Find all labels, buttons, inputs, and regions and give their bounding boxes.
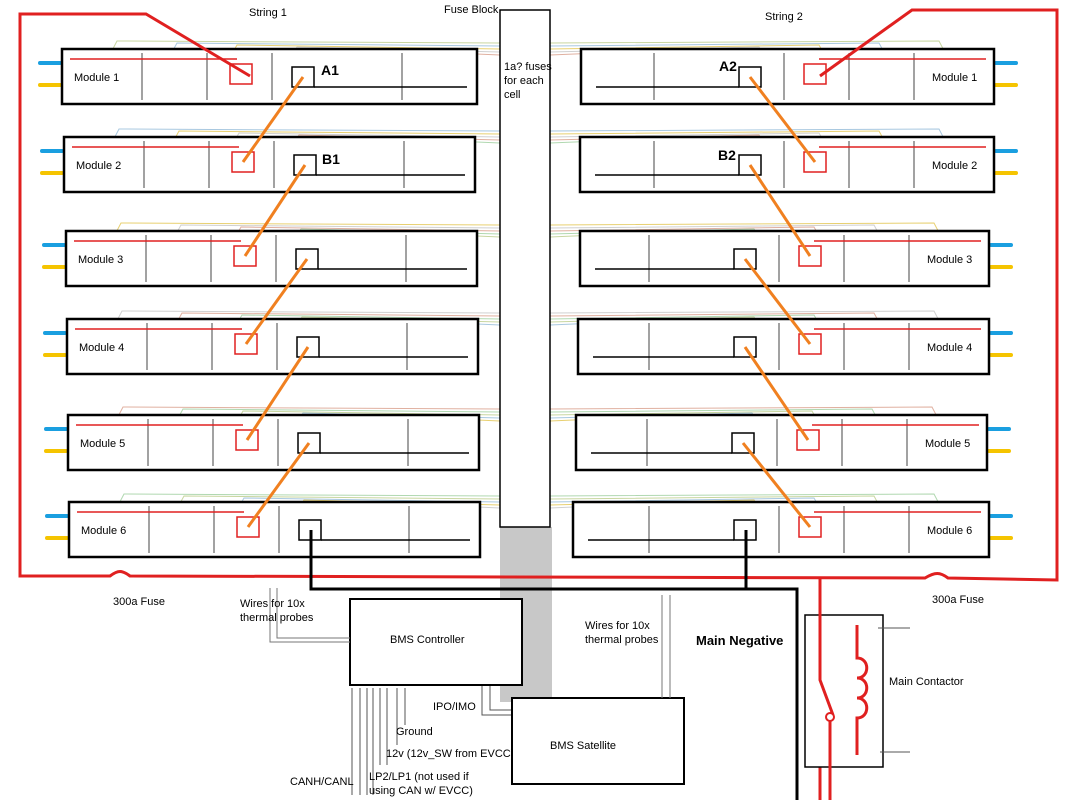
module-label-left-2: Module 2 bbox=[76, 160, 121, 172]
main-negative-label: Main Negative bbox=[696, 633, 783, 648]
module-box-right-2 bbox=[578, 135, 996, 194]
controller-signal-wires bbox=[351, 686, 512, 795]
module-box-left-2 bbox=[62, 135, 477, 194]
main-negative-wire bbox=[309, 530, 799, 800]
main-contactor-box bbox=[804, 614, 884, 768]
series-link-left-1 bbox=[241, 76, 305, 163]
bms-satellite bbox=[511, 697, 685, 785]
fuse-right-label: 300a Fuse bbox=[932, 594, 984, 606]
series-link-left-3 bbox=[244, 258, 309, 345]
fuse-block-line2: for each bbox=[504, 75, 544, 87]
module-label-left-6: Module 6 bbox=[81, 525, 126, 537]
module-box-right-6 bbox=[571, 500, 991, 559]
string-1-modules: Module 1 Module 2 Module 3 Module 4 Module 5… bbox=[38, 47, 482, 559]
main-contactor-label: Main Contactor bbox=[889, 676, 964, 688]
signal-ipo: IPO/IMO bbox=[433, 701, 476, 713]
module-box-left-1 bbox=[60, 47, 479, 106]
module-label-left-3: Module 3 bbox=[78, 254, 123, 266]
module-label-left-1: Module 1 bbox=[74, 72, 119, 84]
fuse-block bbox=[499, 9, 551, 528]
signal-ground: Ground bbox=[396, 726, 433, 738]
series-link-right-5 bbox=[741, 442, 812, 528]
module-box-left-5 bbox=[66, 413, 481, 472]
module-label-right-5: Module 5 bbox=[925, 438, 970, 450]
bms-controller-label: BMS Controller bbox=[390, 634, 465, 646]
tap-label-a1: A1 bbox=[321, 62, 339, 78]
controller-probes-line2: thermal probes bbox=[240, 612, 314, 624]
contactor-switch bbox=[818, 605, 835, 800]
contactor-coil-icon bbox=[855, 625, 869, 755]
module-box-left-6 bbox=[67, 500, 482, 559]
string-2-modules: Module 1 Module 2 Module 3 Module 4 Module 5… bbox=[571, 47, 1018, 559]
series-link-right-3 bbox=[743, 258, 812, 345]
module-box-left-4 bbox=[65, 317, 480, 376]
series-link-left-2 bbox=[243, 164, 307, 257]
tap-label-b1: B1 bbox=[322, 151, 340, 167]
fuse-block-line3: cell bbox=[504, 89, 521, 101]
series-link-right-4 bbox=[743, 346, 810, 441]
module-box-right-4 bbox=[576, 317, 991, 376]
string-1-title: String 1 bbox=[249, 7, 287, 19]
fuse-block-title: Fuse Block bbox=[444, 4, 499, 16]
satellite-probes-line2: thermal probes bbox=[585, 634, 659, 646]
tap-label-b2: B2 bbox=[718, 147, 736, 163]
bms-controller bbox=[349, 598, 523, 686]
module-box-right-3 bbox=[578, 229, 991, 288]
fuse-left-label: 300a Fuse bbox=[113, 596, 165, 608]
series-link-right-1 bbox=[748, 76, 817, 163]
signal-12v: 12v (12v_SW from EVCC) bbox=[386, 748, 514, 760]
signal-can: CANH/CANL bbox=[290, 776, 354, 788]
series-link-left-4 bbox=[245, 346, 310, 441]
module-box-left-3 bbox=[64, 229, 479, 288]
signal-lp-line2: using CAN w/ EVCC) bbox=[369, 785, 473, 797]
module-label-left-5: Module 5 bbox=[80, 438, 125, 450]
controller-probe-wires bbox=[269, 588, 350, 643]
controller-probes-line1: Wires for 10x bbox=[240, 598, 305, 610]
string-2-title: String 2 bbox=[765, 11, 803, 23]
fuse-block-line1: 1a? fuses bbox=[504, 61, 552, 73]
module-label-left-4: Module 4 bbox=[79, 342, 124, 354]
module-label-right-4: Module 4 bbox=[927, 342, 972, 354]
series-links bbox=[241, 76, 817, 528]
contactor-coil-leads bbox=[878, 627, 910, 753]
satellite-probes-line1: Wires for 10x bbox=[585, 620, 650, 632]
tap-label-a2: A2 bbox=[719, 58, 737, 74]
module-label-right-2: Module 2 bbox=[932, 160, 977, 172]
module-label-right-6: Module 6 bbox=[927, 525, 972, 537]
series-link-left-5 bbox=[246, 442, 311, 528]
series-link-right-2 bbox=[748, 164, 812, 257]
contactor-contact bbox=[825, 712, 835, 722]
module-box-right-5 bbox=[574, 413, 989, 472]
signal-lp-line1: LP2/LP1 (not used if bbox=[369, 771, 470, 783]
positive-terminal-right-1 bbox=[803, 63, 827, 85]
satellite-probe-wires bbox=[661, 595, 671, 698]
bms-satellite-label: BMS Satellite bbox=[550, 740, 616, 752]
module-box-right-1 bbox=[579, 47, 996, 106]
module-label-right-1: Module 1 bbox=[932, 72, 977, 84]
module-label-right-3: Module 3 bbox=[927, 254, 972, 266]
